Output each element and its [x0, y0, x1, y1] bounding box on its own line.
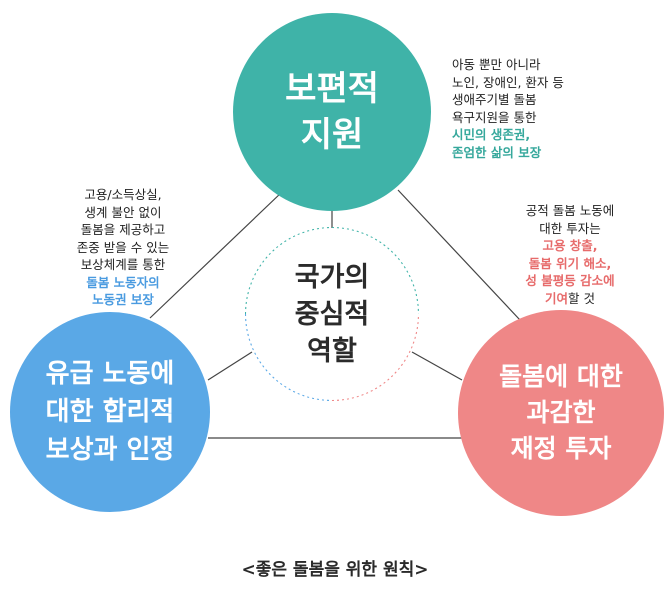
universal-support-circle: 보편적 지원: [233, 13, 431, 211]
circle-center-line1: 국가의: [294, 261, 370, 293]
circle-left-line1: 유급 노동에: [45, 359, 175, 389]
paid-labor-circle: 유급 노동에 대한 합리적 보상과 인정: [10, 312, 210, 512]
circle-right-line1: 돌봄에 대한: [499, 362, 623, 391]
note-top-line1: 아동 뿐만 아니라: [452, 57, 541, 72]
circle-left-line2: 대한 합리적: [45, 397, 175, 427]
fiscal-investment-circle: 돌봄에 대한 과감한 재정 투자: [458, 310, 664, 516]
note-right-line2: 대한 투자는: [539, 220, 601, 236]
edge-top-right: [397, 189, 521, 321]
note-top-line2: 노인, 장애인, 환자 등: [452, 74, 564, 90]
note-right-highlight1: 고용 창출,: [542, 238, 598, 253]
fiscal-investment-note: 공적 돌봄 노동에 대한 투자는 고용 창출, 돌봄 위기 해소, 성 불평등 …: [490, 202, 650, 307]
circle-center-line2: 중심적: [294, 298, 370, 330]
spoke-right: [411, 351, 463, 381]
state-role-circle: 국가의 중심적 역할: [246, 228, 418, 400]
universal-support-note: 아동 뿐만 아니라 노인, 장애인, 환자 등 생애주기별 돌봄 욕구지원을 통…: [452, 56, 564, 161]
note-right-last-line: 기여할 것: [490, 290, 650, 308]
note-left-line5: 보상체계를 통한: [80, 257, 166, 272]
note-left-line1: 고용/소득상실,: [84, 187, 162, 202]
note-right-highlight2: 돌봄 위기 해소,: [528, 255, 612, 271]
diagram-caption: <좋은 돌봄을 위한 원칙>: [241, 560, 429, 580]
circle-top-line2: 지원: [300, 115, 364, 155]
note-top-highlight2: 존엄한 삶의 보장: [452, 144, 542, 160]
note-left-line3: 돌봄을 제공하고: [80, 222, 166, 237]
circle-center-line3: 역할: [307, 335, 357, 367]
note-right-tail: 할 것: [568, 290, 595, 306]
spoke-left: [207, 351, 253, 381]
note-right-line1: 공적 돌봄 노동에: [525, 203, 615, 218]
note-top-line3: 생애주기별 돌봄: [452, 92, 537, 107]
paid-labor-note: 고용/소득상실, 생계 불안 없이 돌봄을 제공하고 존중 받을 수 있는 보상…: [38, 186, 208, 309]
circle-left-line3: 보상과 인정: [45, 435, 175, 465]
circle-right-line3: 재정 투자: [510, 434, 612, 463]
note-top-line4: 욕구지원을 통한: [452, 109, 537, 125]
note-left-line2: 생계 불안 없이: [84, 204, 162, 220]
note-right-highlight4: 기여: [545, 290, 569, 306]
note-right-highlight3: 성 불평등 감소에: [525, 273, 615, 288]
circle-top-line1: 보편적: [285, 69, 379, 109]
edge-top-left: [149, 191, 283, 319]
note-left-highlight2: 노동권 보장: [92, 292, 154, 307]
circle-right-line2: 과감한: [526, 398, 596, 427]
note-left-line4: 존중 받을 수 있는: [76, 239, 170, 255]
note-left-highlight1: 돌봄 노동자의: [86, 274, 160, 290]
note-top-highlight1: 시민의 생존권,: [452, 127, 531, 142]
